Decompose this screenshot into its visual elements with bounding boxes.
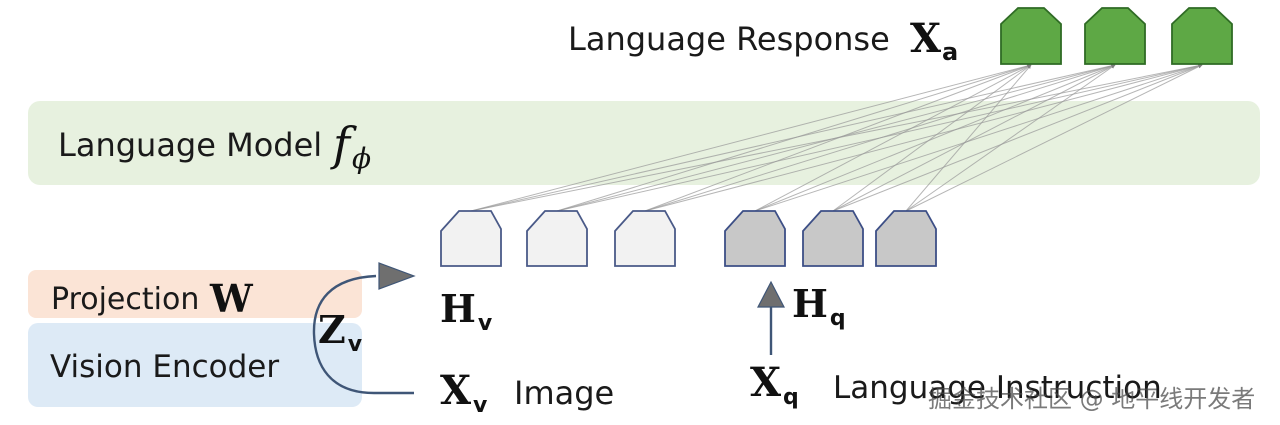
- vision-encoder-label: Vision Encoder: [50, 349, 279, 385]
- curved-arrow-icon: [312, 274, 414, 395]
- h-q-sub: q: [830, 306, 846, 331]
- connection-line: [644, 64, 1032, 212]
- z-v-main: Z: [318, 307, 346, 352]
- connection-line: [556, 64, 1032, 212]
- w-label: W: [209, 276, 254, 321]
- output-tokens: [1000, 7, 1233, 65]
- f-phi-sub: ϕ: [352, 142, 371, 175]
- h-q-main: H: [792, 281, 828, 326]
- connection-line: [832, 64, 1203, 212]
- language-instruction-label: Language Instruction: [833, 370, 1162, 406]
- connection-lines: [470, 63, 1203, 212]
- connection-line: [905, 64, 1032, 212]
- h-v-main: H: [440, 286, 476, 331]
- visual-token: [614, 210, 676, 267]
- connection-line: [556, 63, 1116, 212]
- h-v-label: Hv: [440, 286, 493, 336]
- connection-line: [644, 63, 1203, 212]
- connection-line: [754, 64, 1032, 212]
- h-q-label: Hq: [792, 281, 846, 331]
- instruction-token: [802, 210, 864, 267]
- x-a-label: Xa: [910, 15, 958, 66]
- x-a-sub: a: [942, 38, 958, 66]
- output-token: [1084, 7, 1146, 65]
- up-arrow-icon: [757, 280, 785, 308]
- visual-tokens: [440, 210, 676, 267]
- connection-line: [905, 64, 1116, 212]
- projection-box: [28, 270, 362, 318]
- watermark: 掘金技术社区 @ 地平线开发者: [928, 385, 1255, 413]
- image-label: Image: [514, 374, 614, 412]
- x-v-main: X: [440, 367, 471, 414]
- connection-line: [754, 64, 1203, 212]
- vision-encoder-box: [28, 323, 362, 407]
- connection-line: [832, 64, 1116, 212]
- projection-label: Projection: [51, 282, 199, 317]
- connection-line: [470, 63, 1032, 212]
- language-model-label: Language Model: [58, 126, 322, 164]
- instruction-tokens: [724, 210, 937, 267]
- x-v-sub: v: [473, 393, 488, 418]
- x-v-label: Xv: [440, 367, 488, 418]
- x-q-sub: q: [783, 385, 799, 410]
- connection-line: [644, 64, 1116, 212]
- instruction-token: [875, 210, 937, 267]
- output-token: [1000, 7, 1062, 65]
- visual-token: [440, 210, 502, 267]
- language-response-label: Language Response: [568, 20, 890, 58]
- instruction-token: [724, 210, 786, 267]
- z-v-label: Zv: [318, 307, 363, 357]
- z-v-sub: v: [348, 332, 363, 357]
- x-q-main: X: [750, 359, 781, 406]
- h-v-sub: v: [478, 311, 493, 336]
- x-q-label: Xq: [750, 359, 799, 410]
- visual-token: [526, 210, 588, 267]
- connection-line: [905, 64, 1203, 212]
- connection-line: [754, 64, 1116, 212]
- connection-line: [832, 64, 1032, 212]
- x-a-main: X: [910, 15, 941, 62]
- curved-arrow-head-icon: [378, 262, 416, 290]
- output-token: [1171, 7, 1233, 65]
